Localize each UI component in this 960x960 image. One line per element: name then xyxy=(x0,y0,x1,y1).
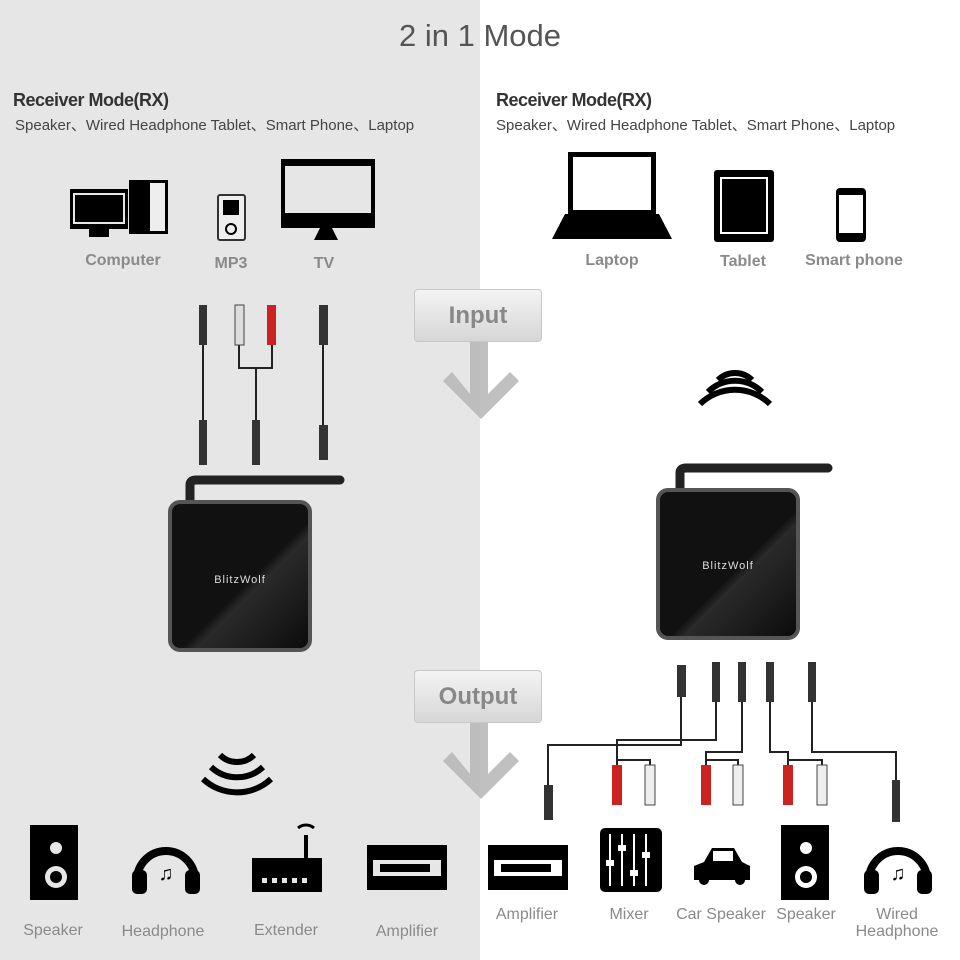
speaker-icon xyxy=(30,825,78,900)
left-wireless-icon xyxy=(200,752,274,796)
output-label-speaker-right: Speaker xyxy=(776,906,836,923)
extender-icon xyxy=(252,823,322,892)
left-mode-subtitle: Speaker、Wired Headphone Tablet、Smart Pho… xyxy=(15,117,415,134)
laptop-icon xyxy=(552,152,672,239)
input-label-button: Input xyxy=(414,289,542,342)
source-label-tv: TV xyxy=(313,255,335,272)
speaker-icon-right xyxy=(781,825,829,900)
tablet-icon xyxy=(714,170,774,242)
source-label-mp3: MP3 xyxy=(214,255,248,272)
tv-icon xyxy=(281,159,375,240)
headphone-icon: ♫ xyxy=(132,847,200,894)
output-label-speaker: Speaker xyxy=(23,922,83,939)
right-wireless-icon xyxy=(697,369,773,407)
device-brand-logo: BlitzWolf xyxy=(214,574,266,586)
input-cables xyxy=(202,345,324,425)
mp3-icon xyxy=(217,194,246,241)
output-label-headphone: Headphone xyxy=(121,923,205,940)
svg-text:♫: ♫ xyxy=(159,863,174,885)
output-plugs xyxy=(544,662,900,822)
output-label-car-speaker: Car Speaker xyxy=(676,906,766,923)
right-mode-subtitle: Speaker、Wired Headphone Tablet、Smart Pho… xyxy=(496,117,896,134)
source-label-tablet: Tablet xyxy=(720,253,766,270)
left-mode-title: Receiver Mode(RX) xyxy=(13,90,169,110)
page-title: 2 in 1 Mode xyxy=(399,18,561,53)
device-brand-logo: BlitzWolf xyxy=(702,560,754,572)
output-label-extender: Extender xyxy=(253,922,319,939)
right-antenna xyxy=(675,463,833,495)
output-label-button: Output xyxy=(414,670,542,723)
smartphone-icon xyxy=(836,188,866,242)
output-label-mixer: Mixer xyxy=(609,906,649,923)
left-antenna xyxy=(185,475,345,508)
source-label-laptop: Laptop xyxy=(585,252,639,269)
amplifier-icon-left xyxy=(367,845,447,890)
computer-icon xyxy=(70,180,168,237)
svg-text:♫: ♫ xyxy=(891,863,906,885)
input-arrow-icon xyxy=(443,342,519,419)
left-transmitter-device: BlitzWolf xyxy=(168,500,312,652)
mixer-icon xyxy=(600,828,662,892)
output-cables xyxy=(547,695,897,785)
source-label-computer: Computer xyxy=(85,252,161,269)
amplifier-icon-right xyxy=(488,845,568,890)
output-label-wired-headphone: Wired Headphone xyxy=(855,906,939,940)
output-label-amplifier-right: Amplifier xyxy=(495,906,559,923)
output-arrow-icon xyxy=(443,722,519,799)
wired-headphone-icon: ♫ xyxy=(864,847,932,894)
car-icon xyxy=(694,848,750,885)
source-label-smartphone: Smart phone xyxy=(805,252,903,269)
output-label-amplifier: Amplifier xyxy=(375,923,439,940)
right-transmitter-device: BlitzWolf xyxy=(656,488,800,640)
input-plugs xyxy=(199,304,328,465)
right-mode-title: Receiver Mode(RX) xyxy=(496,90,652,110)
